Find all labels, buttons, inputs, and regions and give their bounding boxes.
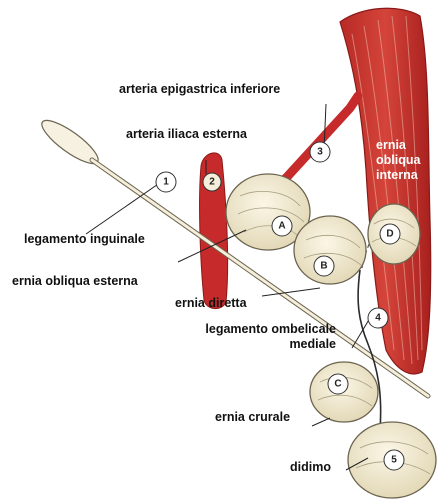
svg-text:1: 1 [163, 177, 169, 188]
svg-text:3: 3 [317, 147, 323, 158]
marker-3: 3 [310, 142, 330, 162]
label-legamento-ombelicale-mediale: legamento ombelicale mediale [205, 322, 336, 352]
marker-d: D [380, 224, 400, 244]
label-line: ernia [376, 138, 420, 153]
label-ernia-crurale: ernia crurale [215, 410, 290, 425]
svg-text:C: C [334, 379, 341, 390]
label-ernia-diretta: ernia diretta [175, 296, 247, 311]
label-line: legamento ombelicale [205, 322, 336, 337]
svg-text:2: 2 [209, 177, 215, 188]
marker-c: C [328, 374, 348, 394]
marker-b: B [314, 256, 334, 276]
marker-a: A [272, 216, 292, 236]
label-ernia-obliqua-interna: ernia obliqua interna [376, 138, 420, 183]
label-line: interna [376, 168, 420, 183]
label-line: mediale [205, 337, 336, 352]
label-legamento-inguinale: legamento inguinale [24, 232, 145, 247]
svg-text:4: 4 [375, 313, 381, 324]
svg-text:D: D [386, 229, 393, 240]
label-arteria-iliaca-esterna: arteria iliaca esterna [126, 127, 247, 142]
label-ernia-obliqua-esterna: ernia obliqua esterna [12, 274, 138, 289]
label-didimo: didimo [290, 460, 331, 475]
svg-text:5: 5 [391, 455, 397, 466]
svg-text:A: A [278, 221, 285, 232]
label-arteria-epigastrica-inferiore: arteria epigastrica inferiore [119, 82, 280, 97]
marker-2: 2 [203, 173, 221, 191]
label-line: obliqua [376, 153, 420, 168]
svg-text:B: B [320, 261, 327, 272]
marker-4: 4 [368, 308, 388, 328]
marker-1: 1 [156, 172, 176, 192]
marker-5: 5 [384, 450, 404, 470]
